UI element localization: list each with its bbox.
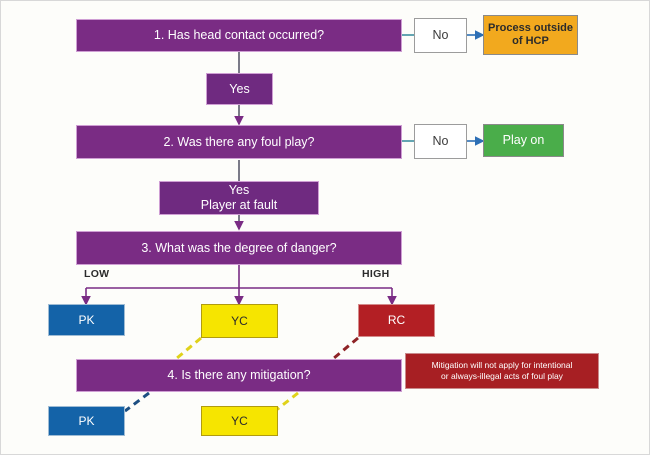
process-outside-hcp-line1: Process outside [488,22,573,35]
mitigation-note-line2: or always-illegal acts of foul play [441,371,563,381]
connector-rc-to-q4-dashed [333,336,359,360]
branch-label-high: HIGH [362,268,390,280]
outcome-pk-mitigated-label: PK [78,413,95,428]
process-outside-hcp-box[interactable]: Process outside of HCP [483,15,578,55]
connector-q4-to-yc-dashed [274,391,299,413]
q1-no-box[interactable]: No [414,18,467,53]
branch-label-low: LOW [84,268,110,280]
outcome-yc-medium[interactable]: YC [201,304,278,338]
play-on-box[interactable]: Play on [483,124,564,157]
outcome-rc-high-label: RC [387,313,406,328]
question-2-label: 2. Was there any foul play? [163,134,315,149]
outcome-pk-low[interactable]: PK [48,304,125,336]
question-4-label: 4. Is there any mitigation? [167,368,311,383]
question-3-bar[interactable]: 3. What was the degree of danger? [76,231,402,265]
outcome-yc-mitigated-label: YC [231,413,248,428]
outcome-pk-low-label: PK [78,312,95,327]
q2-no-box[interactable]: No [414,124,467,159]
question-1-label: 1. Has head contact occurred? [153,28,325,43]
connector-q4-to-pk-dashed [124,391,150,413]
question-1-bar[interactable]: 1. Has head contact occurred? [76,19,402,52]
question-2-bar[interactable]: 2. Was there any foul play? [76,125,402,159]
q2-yes-player-at-fault-box[interactable]: Yes Player at fault [159,181,319,215]
mitigation-note-box: Mitigation will not apply for intentiona… [405,353,599,389]
outcome-yc-medium-label: YC [231,313,248,328]
outcome-pk-mitigated[interactable]: PK [48,406,125,436]
outcome-rc-high[interactable]: RC [358,304,435,337]
question-3-label: 3. What was the degree of danger? [141,240,337,255]
q2-no-label: No [432,134,449,149]
outcome-yc-mitigated[interactable]: YC [201,406,278,436]
connector-yc-to-q4-dashed [176,336,202,360]
q1-no-label: No [432,28,449,43]
question-4-bar[interactable]: 4. Is there any mitigation? [76,359,402,392]
q1-yes-box[interactable]: Yes [206,73,273,105]
process-outside-hcp-line2: of HCP [512,35,549,47]
q2-yes-line2: Player at fault [200,198,278,212]
q2-yes-line1: Yes [228,183,250,198]
mitigation-note-line1: Mitigation will not apply for intentiona… [431,359,573,370]
play-on-label: Play on [502,133,545,148]
q1-yes-label: Yes [229,81,250,96]
